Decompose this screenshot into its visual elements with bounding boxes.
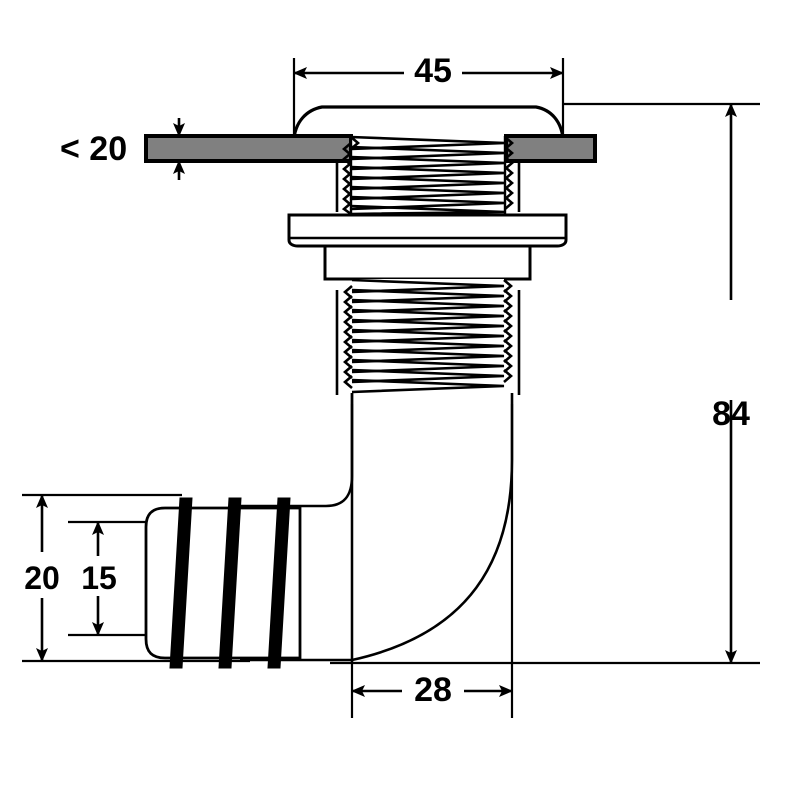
elbow-outer-curve	[351, 393, 514, 662]
hull-plate-left	[144, 134, 353, 163]
dimension-elbow-offset: 28	[351, 670, 513, 709]
lower-thread-helix	[343, 278, 513, 394]
lock-nut-top-plate	[287, 213, 568, 248]
dim-label-20: 20	[24, 560, 60, 596]
dimension-barb-od: 20	[24, 494, 60, 662]
hose-barb-rib-3	[267, 497, 291, 669]
hose-barb	[144, 497, 302, 669]
dim-text-bg-45	[404, 52, 462, 88]
hull-plate-right	[504, 134, 597, 163]
dim-label-hull-thickness: < 20	[60, 130, 127, 168]
lock-nut-collar	[323, 244, 532, 281]
lock-nut-flange	[287, 213, 568, 281]
hose-barb-rib-2	[218, 497, 242, 669]
lower-thread-section	[335, 278, 521, 395]
upper-thread-helix	[341, 135, 514, 216]
dim-text-bg-28	[402, 670, 464, 708]
dim-label-15: 15	[81, 560, 117, 596]
dimension-barb-id: 15	[81, 521, 117, 636]
dim-label-45: 45	[414, 52, 452, 90]
elbow-body	[240, 393, 514, 663]
mushroom-head-flange	[292, 105, 565, 140]
hose-barb-rib-1	[169, 497, 193, 669]
dimension-flange-width: 45	[293, 52, 564, 90]
dimension-hull-thickness: < 20	[60, 118, 185, 180]
dim-label-28: 28	[414, 671, 452, 709]
dim-label-84: 84	[712, 395, 750, 433]
upper-thread-section	[335, 135, 521, 216]
dimension-overall-height: 84	[712, 103, 750, 664]
